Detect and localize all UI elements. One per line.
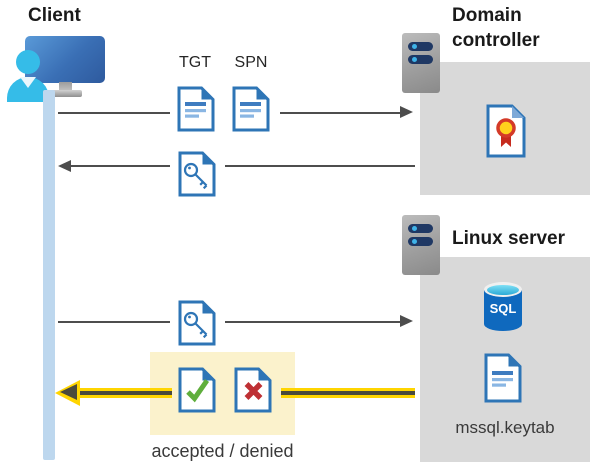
domain-controller-server-icon <box>402 33 440 93</box>
arrow-line <box>225 321 402 323</box>
server-led-icon <box>411 56 417 63</box>
linux-server-title: Linux server <box>452 228 565 249</box>
result-label: accepted / denied <box>151 441 294 461</box>
monitor-base <box>48 90 82 97</box>
arrowhead-right-icon <box>400 106 413 118</box>
arrowhead-left-icon <box>58 160 71 172</box>
client-timeline-bar <box>43 90 55 460</box>
domain-controller-title: Domain controller <box>452 5 540 51</box>
arrow-line <box>280 112 402 114</box>
arrow-line <box>58 112 170 114</box>
denied-document-icon <box>234 367 272 413</box>
arrow-line <box>225 165 415 167</box>
user-head <box>16 50 40 74</box>
certificate-document-icon <box>486 104 526 158</box>
arrowhead-right-icon <box>400 315 413 327</box>
server-led-icon <box>411 238 417 245</box>
monitor-stand <box>59 82 72 91</box>
arrow-line <box>58 321 170 323</box>
client-title: Client <box>28 5 81 26</box>
server-led-icon <box>411 225 417 232</box>
spn-label: SPN <box>234 54 268 71</box>
tgt-ticket-document-icon <box>177 86 215 132</box>
spn-ticket-document-icon <box>232 86 270 132</box>
linux-server-icon <box>402 215 440 275</box>
sql-badge-label: SQL <box>489 301 517 316</box>
key-document-icon <box>178 300 216 346</box>
arrow-line <box>69 165 170 167</box>
yellow-arrowhead-core-icon <box>60 384 77 400</box>
tgt-label: TGT <box>179 54 211 71</box>
key-document-icon <box>178 151 216 197</box>
keytab-label: mssql.keytab <box>455 418 555 437</box>
server-led-icon <box>411 43 417 50</box>
sql-database-icon: SQL <box>484 282 522 334</box>
user-collar <box>20 77 36 88</box>
accepted-document-icon <box>178 367 216 413</box>
yellow-arrow-band <box>281 388 415 398</box>
yellow-arrow-band <box>76 388 172 398</box>
keytab-document-icon <box>484 353 522 403</box>
